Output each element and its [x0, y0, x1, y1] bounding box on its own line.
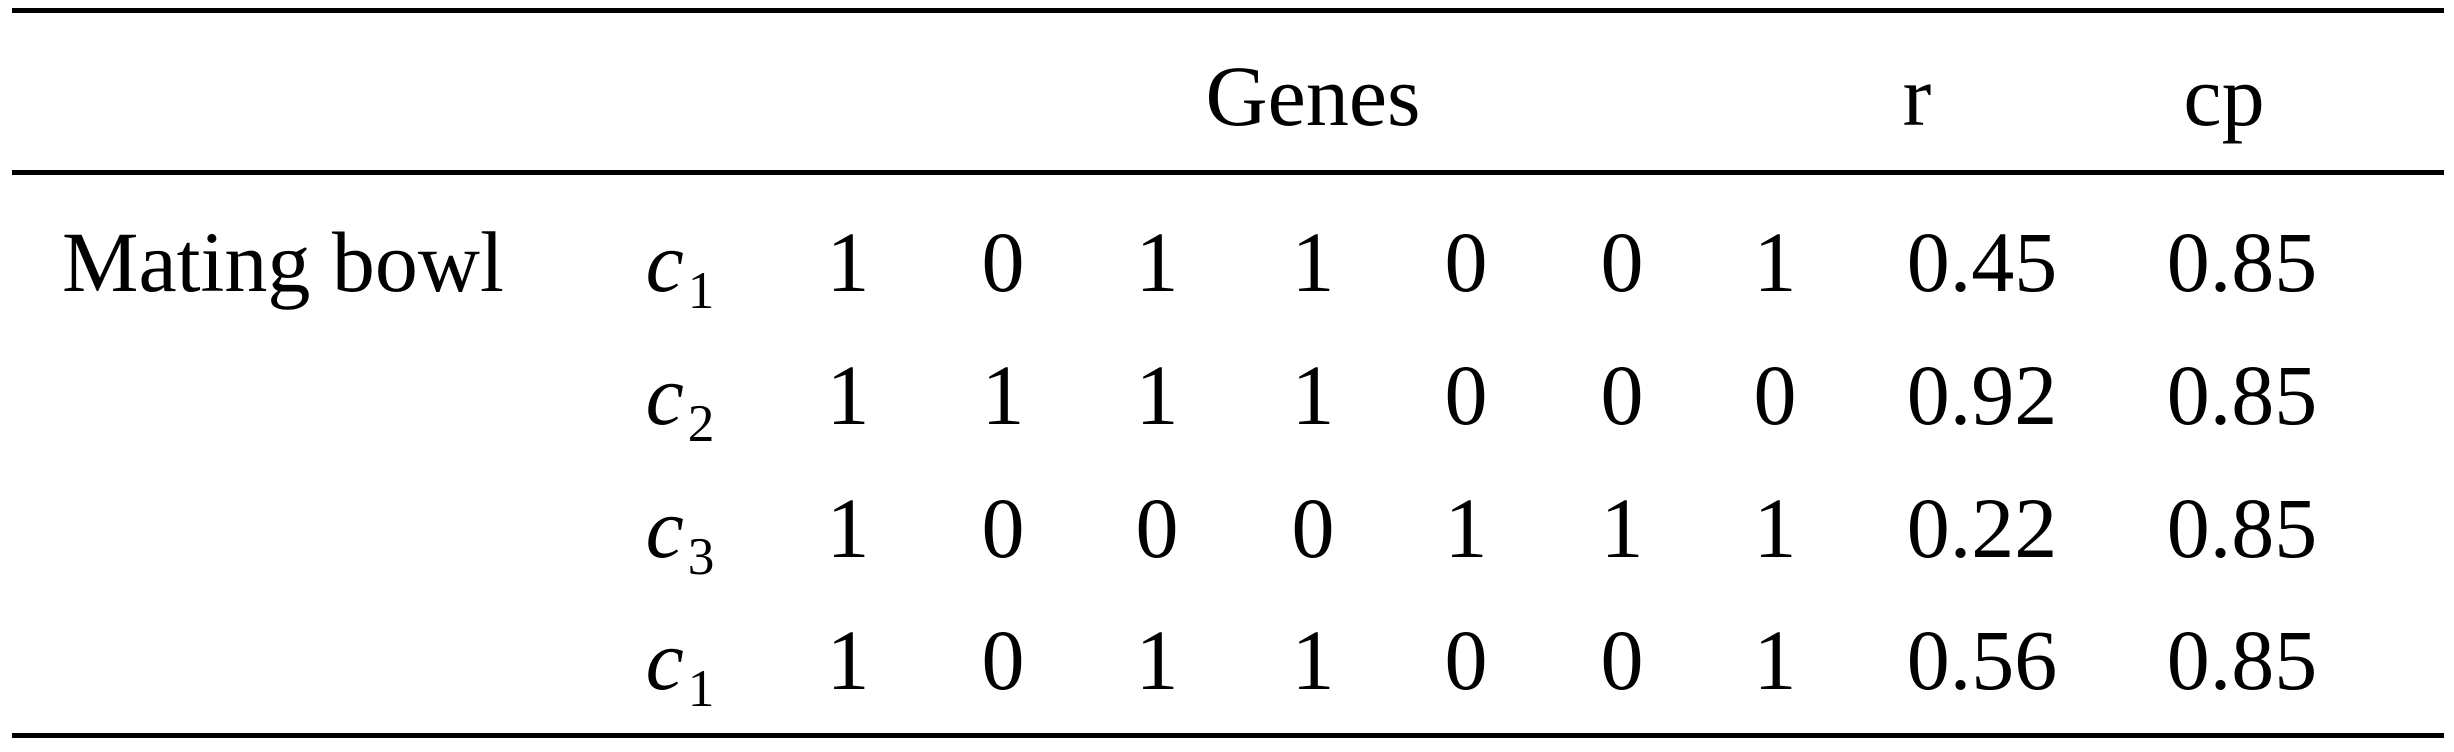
chromosome-label: c1 — [646, 219, 715, 317]
gene-cell: 1 — [1135, 612, 1179, 708]
cp-value: 0.85 — [2166, 214, 2318, 310]
chromosome-label: c2 — [646, 352, 715, 450]
gene-cell: 0 — [1444, 214, 1488, 310]
cp-value: 0.85 — [2166, 347, 2318, 443]
gene-cell: 1 — [1291, 612, 1335, 708]
gene-cell: 1 — [1135, 347, 1179, 443]
gene-cell: 1 — [1753, 612, 1797, 708]
chromosome-index: 3 — [687, 526, 715, 587]
gene-cell: 1 — [1291, 347, 1335, 443]
r-value: 0.45 — [1906, 214, 2058, 310]
gene-cell: 1 — [1753, 480, 1797, 576]
cp-value: 0.85 — [2166, 480, 2318, 576]
chromosome-index: 1 — [687, 260, 715, 321]
r-value: 0.92 — [1906, 347, 2058, 443]
gene-cell: 0 — [1135, 480, 1179, 576]
gene-cell: 1 — [826, 480, 870, 576]
gene-cell: 1 — [1135, 214, 1179, 310]
table-header-rule — [12, 170, 2444, 175]
chromosome-letter: c — [645, 612, 684, 708]
chromosome-index: 1 — [687, 658, 715, 719]
cp-value: 0.85 — [2166, 612, 2318, 708]
gene-cell: 0 — [1753, 347, 1797, 443]
gene-cell: 1 — [826, 347, 870, 443]
gene-cell: 0 — [981, 214, 1025, 310]
gene-cell: 1 — [981, 347, 1025, 443]
table-top-rule — [12, 8, 2444, 13]
gene-cell: 0 — [1600, 612, 1644, 708]
gene-cell: 0 — [1600, 347, 1644, 443]
table-bottom-rule — [12, 733, 2444, 738]
chromosome-letter: c — [645, 480, 684, 576]
header-r: r — [1902, 48, 1932, 144]
gene-cell: 1 — [1291, 214, 1335, 310]
gene-cell: 0 — [1291, 480, 1335, 576]
r-value: 0.56 — [1906, 612, 2058, 708]
chromosome-index: 2 — [687, 393, 715, 454]
gene-cell: 1 — [1753, 214, 1797, 310]
r-value: 0.22 — [1906, 480, 2058, 576]
gene-cell: 1 — [826, 214, 870, 310]
group-label: Mating bowl — [62, 214, 504, 310]
chromosome-letter: c — [645, 214, 684, 310]
gene-cell: 0 — [981, 480, 1025, 576]
gene-cell: 0 — [1444, 612, 1488, 708]
chromosome-letter: c — [645, 347, 684, 443]
gene-cell: 0 — [1600, 214, 1644, 310]
gene-cell: 1 — [1444, 480, 1488, 576]
header-genes: Genes — [1205, 48, 1421, 144]
gene-cell: 1 — [1600, 480, 1644, 576]
chromosome-label: c3 — [646, 485, 715, 583]
header-cp: cp — [2183, 48, 2265, 144]
chromosome-label: c1 — [646, 617, 715, 715]
gene-cell: 1 — [826, 612, 870, 708]
gene-cell: 0 — [981, 612, 1025, 708]
gene-cell: 0 — [1444, 347, 1488, 443]
